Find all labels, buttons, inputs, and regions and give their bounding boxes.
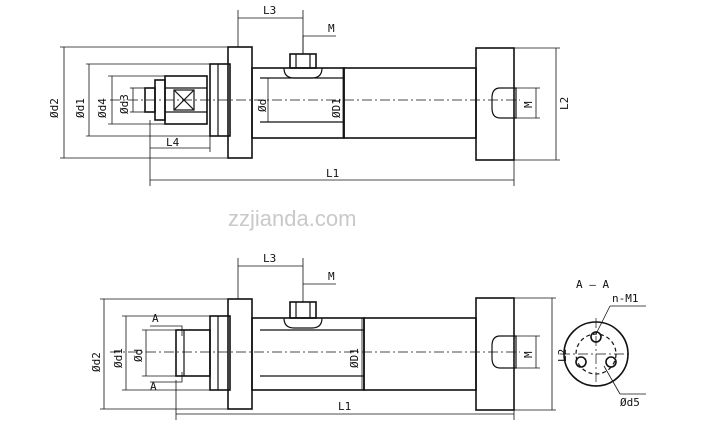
top-head-block [209, 63, 231, 137]
section-hole-1 [590, 331, 602, 343]
top-port-base [283, 67, 323, 79]
top-cylinder-view: L3 M Ød2 Ød1 Ød4 Ød3 Ød ØD1 L4 M L2 L1 [48, 4, 571, 186]
section-hole-2 [575, 356, 587, 368]
top-label-m: M [328, 22, 335, 35]
bottom-label-od1: Ød1 [112, 348, 125, 368]
bottom-left-flange [227, 298, 253, 410]
section-hole-3 [605, 356, 617, 368]
bottom-head-block [209, 315, 231, 391]
bottom-label-l2: L2 [556, 349, 569, 362]
top-label-l1: L1 [326, 167, 339, 180]
section-title: A — A [576, 278, 609, 291]
section-pitch-circle [575, 333, 617, 375]
bottom-label-m-right: M [522, 351, 535, 358]
top-port-boss [289, 53, 317, 69]
section-a-a: A — A n-M1 Ød5 [560, 278, 646, 409]
bottom-label-od: Ød [132, 349, 145, 362]
bottom-label-a-upper: A [152, 312, 159, 325]
top-label-od: Ød [256, 99, 269, 112]
bottom-right-port [491, 335, 517, 369]
top-hex-flat [173, 89, 195, 111]
section-label-od5: Ød5 [620, 396, 640, 409]
top-label-od3: Ød3 [118, 94, 131, 114]
bottom-label-l1: L1 [338, 400, 351, 413]
top-barrel [343, 67, 477, 139]
top-rod-end [144, 87, 156, 113]
bottom-label-m: M [328, 270, 335, 283]
bottom-label-a-lower: A [150, 380, 157, 393]
bottom-label-l3: L3 [263, 252, 276, 265]
top-right-cap [475, 47, 515, 161]
bottom-right-cap [475, 297, 515, 411]
top-label-l2: L2 [558, 97, 571, 110]
top-label-l4: L4 [166, 136, 180, 149]
bottom-label-od2: Ød2 [90, 352, 103, 372]
bottom-label-od1-body: ØD1 [348, 348, 361, 368]
bottom-port-boss [289, 301, 317, 319]
top-label-od4: Ød4 [96, 98, 109, 118]
bottom-barrel [363, 317, 477, 391]
top-label-od1-body: ØD1 [330, 98, 343, 118]
top-label-od1: Ød1 [74, 98, 87, 118]
top-right-port [491, 87, 517, 119]
bottom-port-base [283, 317, 323, 329]
bottom-rod-stub [175, 329, 211, 377]
bottom-cylinder-view: L3 M Ød2 Ød1 Ød ØD1 A A M L2 L1 [90, 252, 569, 420]
top-label-l3: L3 [263, 4, 276, 17]
watermark: zzjianda.com [228, 206, 356, 231]
section-label-nm1: n-M1 [612, 292, 639, 305]
top-left-flange [227, 46, 253, 159]
top-label-od2: Ød2 [48, 98, 61, 118]
top-label-m-right: M [522, 101, 535, 108]
